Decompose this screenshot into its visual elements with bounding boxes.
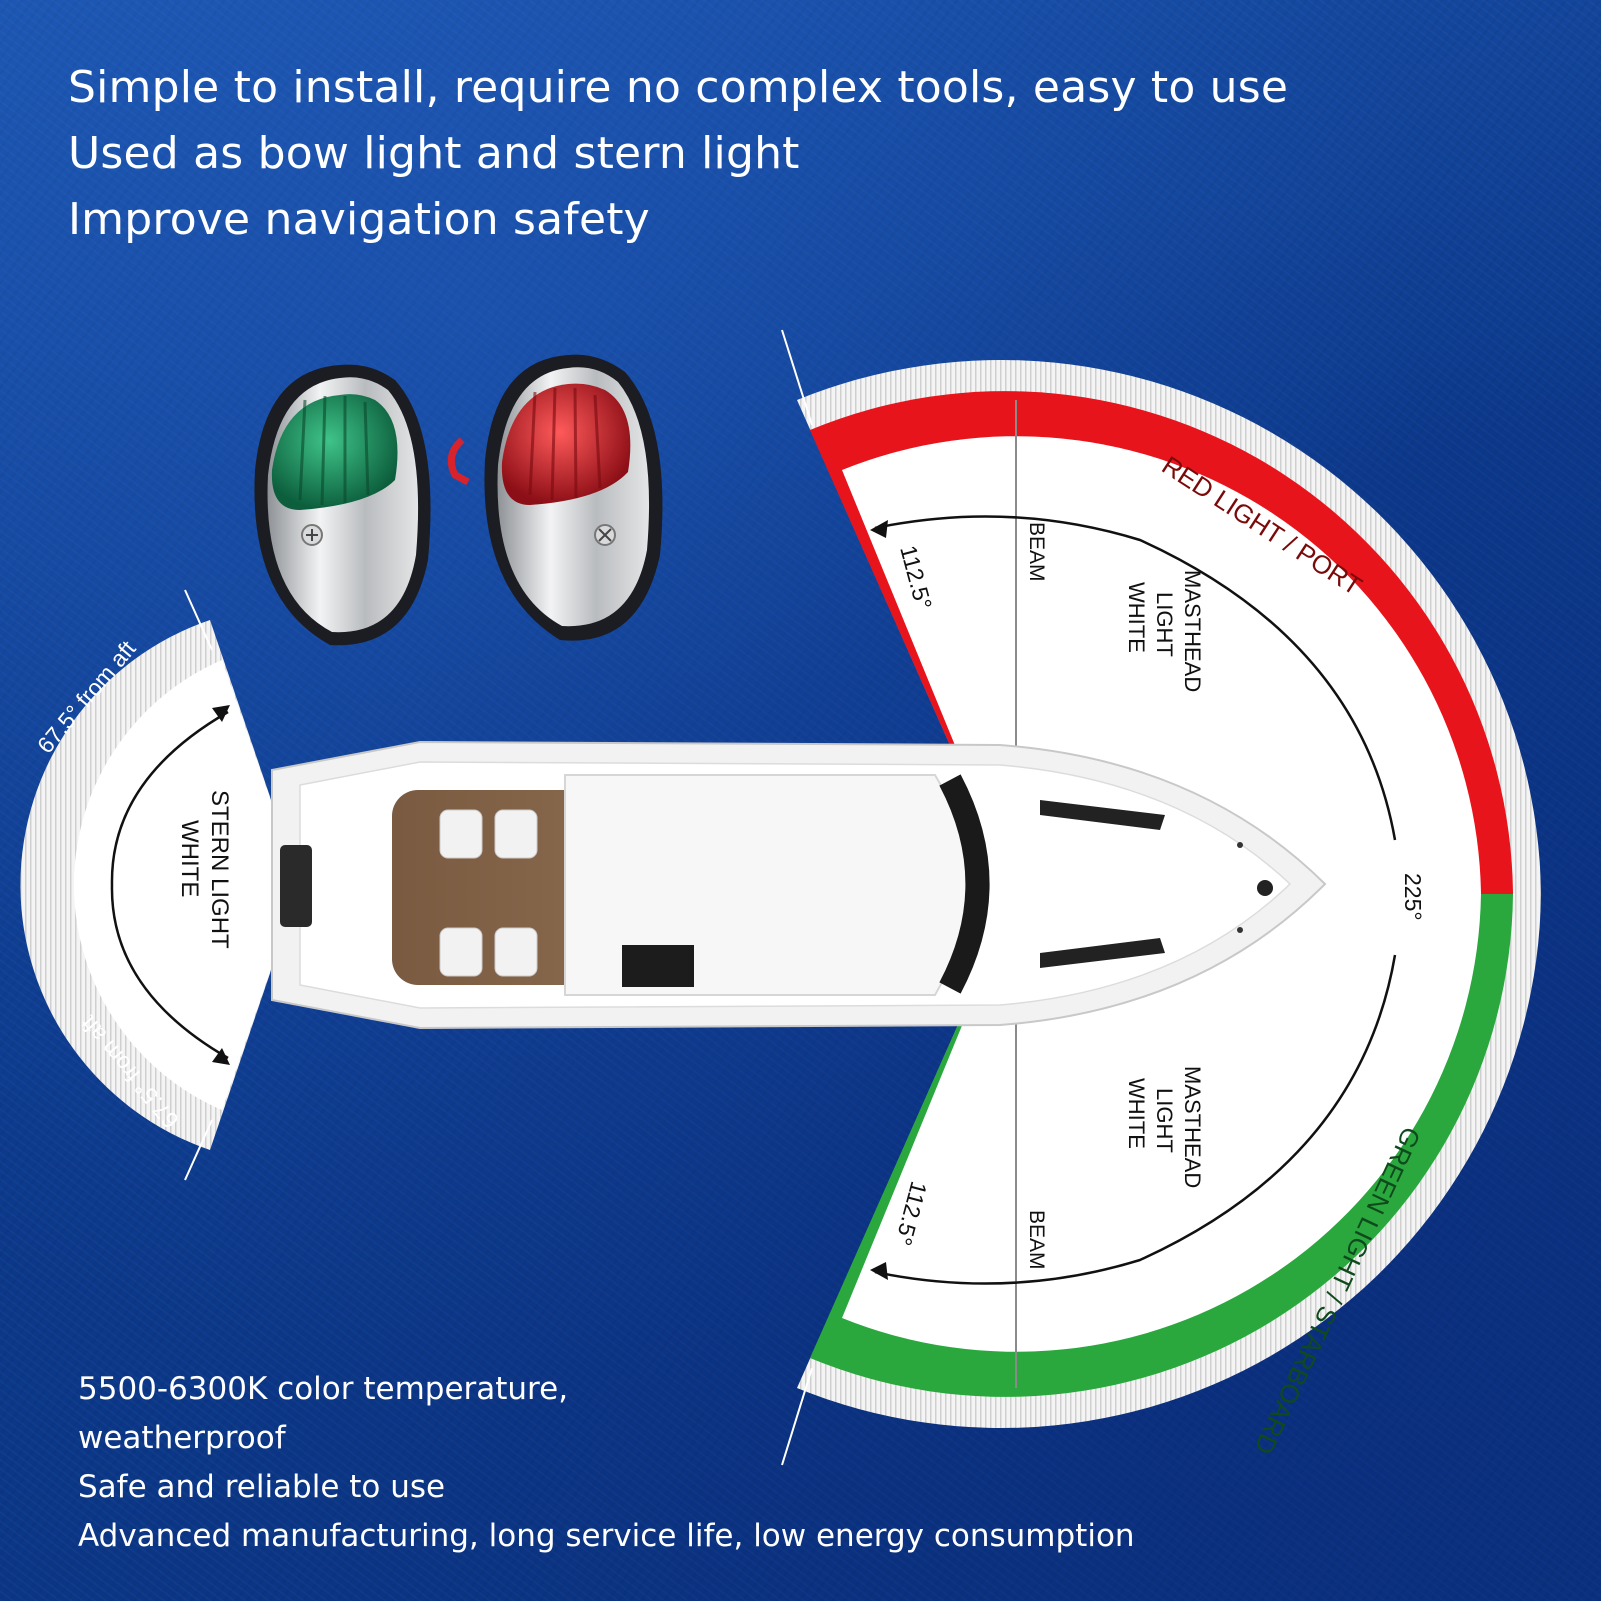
footer-line-1: 5500-6300K color temperature, bbox=[78, 1371, 569, 1407]
green-navigation-light-icon bbox=[254, 364, 431, 646]
masthead-label-lower: MASTHEAD LIGHT WHITE bbox=[1124, 1066, 1205, 1188]
svg-text:MASTHEAD: MASTHEAD bbox=[1180, 1066, 1205, 1188]
angle-225-label: 225° bbox=[1400, 873, 1426, 921]
svg-text:WHITE: WHITE bbox=[176, 820, 203, 897]
headline-line-2: Used as bow light and stern light bbox=[68, 128, 800, 179]
stern-arrow-top-icon bbox=[212, 705, 230, 722]
upper-angle-arc bbox=[874, 515, 1397, 841]
stern-arrow-bottom-icon bbox=[212, 1048, 230, 1065]
stern-edge-bottom bbox=[184, 1119, 213, 1181]
footer-line-4: Advanced manufacturing, long service lif… bbox=[78, 1518, 1135, 1554]
lower-arrow-icon bbox=[870, 1262, 888, 1280]
svg-text:LIGHT: LIGHT bbox=[1152, 592, 1177, 657]
headline-line-1: Simple to install, require no complex to… bbox=[68, 62, 1289, 113]
stern-edge-top bbox=[184, 589, 213, 651]
footer-line-2: weatherproof bbox=[78, 1420, 286, 1456]
footer-list: 5500-6300K color temperature, weatherpro… bbox=[78, 1365, 1135, 1561]
headline-line-3: Improve navigation safety bbox=[68, 194, 650, 245]
stern-light-label: STERN LIGHT WHITE bbox=[176, 790, 233, 949]
red-navigation-light-icon bbox=[447, 354, 663, 641]
svg-text:MASTHEAD: MASTHEAD bbox=[1180, 570, 1205, 692]
stern-white-sector bbox=[73, 660, 301, 1110]
svg-text:LIGHT: LIGHT bbox=[1152, 1088, 1177, 1153]
svg-text:WHITE: WHITE bbox=[1124, 582, 1149, 653]
stern-light-sector: STERN LIGHT WHITE 67.5° from aft 67.5° f… bbox=[20, 589, 301, 1181]
lower-angle-arc bbox=[874, 954, 1397, 1285]
upper-arrow-icon bbox=[870, 520, 888, 538]
stern-angle-arc bbox=[110, 710, 229, 1060]
sector-edge-bottom bbox=[781, 1367, 813, 1466]
beam-label-upper: BEAM bbox=[1025, 522, 1048, 582]
svg-text:STERN LIGHT: STERN LIGHT bbox=[206, 790, 233, 949]
footer-line-3: Safe and reliable to use bbox=[78, 1469, 446, 1505]
sector-edge-top bbox=[781, 329, 813, 426]
headline-list: Simple to install, require no complex to… bbox=[68, 55, 1288, 253]
masthead-label-upper: MASTHEAD LIGHT WHITE bbox=[1124, 570, 1205, 692]
beam-label-lower: BEAM bbox=[1025, 1210, 1048, 1270]
svg-text:WHITE: WHITE bbox=[1124, 1078, 1149, 1149]
yacht-icon bbox=[271, 740, 1327, 1030]
